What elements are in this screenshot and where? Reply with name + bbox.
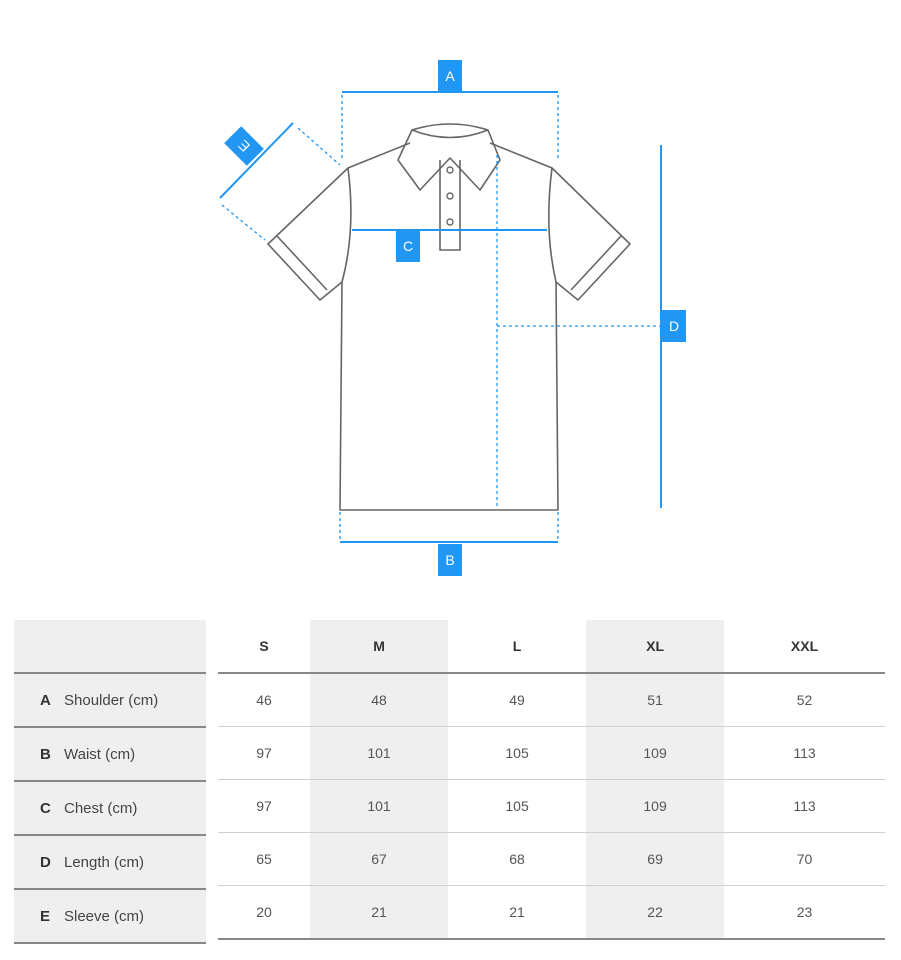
size-header-m: M	[310, 620, 449, 674]
marker-c: C	[396, 230, 420, 262]
row-label-text: Sleeve (cm)	[64, 907, 145, 925]
row-letter: A	[40, 691, 51, 709]
size-cell: 101	[310, 726, 449, 780]
table-row: 65 67 68 69 70	[218, 832, 885, 886]
size-cell: 23	[724, 885, 885, 940]
row-label: E Sleeve (cm)	[14, 889, 206, 944]
size-header-xl: XL	[586, 620, 725, 674]
table-row: 46 48 49 51 52	[218, 673, 885, 727]
size-cell: 67	[310, 832, 449, 886]
row-label: A Shoulder (cm)	[14, 673, 206, 728]
size-cell: 48	[310, 673, 449, 727]
size-cell: 68	[448, 832, 587, 886]
label-header-blank	[14, 620, 206, 674]
row-label-text: Chest (cm)	[64, 799, 138, 817]
marker-b: B	[438, 544, 462, 576]
row-label: C Chest (cm)	[14, 781, 206, 836]
size-cell: 21	[310, 885, 449, 940]
row-label: B Waist (cm)	[14, 727, 206, 782]
size-cell: 101	[310, 779, 449, 833]
svg-text:D: D	[669, 318, 679, 334]
size-cell: 20	[218, 885, 311, 940]
size-header-xxl: XXL	[724, 620, 885, 674]
size-cell: 46	[218, 673, 311, 727]
size-cell: 105	[448, 726, 587, 780]
size-cell: 113	[724, 779, 885, 833]
size-cell: 113	[724, 726, 885, 780]
svg-text:A: A	[445, 68, 455, 84]
measure-line-e	[219, 122, 294, 199]
size-chart-table: S M L XL XXL 46 48 49 51 52 97 101 105 1…	[218, 620, 885, 940]
row-letter: B	[40, 745, 51, 763]
row-label-text: Length (cm)	[64, 853, 145, 871]
row-label-text: Waist (cm)	[64, 745, 136, 763]
row-letter: E	[40, 907, 51, 925]
marker-e: E	[224, 126, 264, 166]
row-letter: C	[40, 799, 51, 817]
size-cell: 109	[586, 779, 725, 833]
size-cell: 22	[586, 885, 725, 940]
size-cell: 65	[218, 832, 311, 886]
polo-shirt-outline	[267, 123, 631, 511]
row-label-text: Shoulder (cm)	[64, 691, 159, 709]
size-cell: 69	[586, 832, 725, 886]
shirt-measurement-diagram: A B C D E	[219, 60, 686, 576]
marker-a: A	[438, 60, 462, 92]
size-cell: 52	[724, 673, 885, 727]
row-letter: D	[40, 853, 51, 871]
marker-d: D	[662, 310, 686, 342]
size-cell: 49	[448, 673, 587, 727]
measurement-label-column: A Shoulder (cm) B Waist (cm) C Chest (cm) D…	[14, 620, 206, 944]
size-cell: 21	[448, 885, 587, 940]
size-cell: 97	[218, 726, 311, 780]
size-cell: 70	[724, 832, 885, 886]
table-row: 97 101 105 109 113	[218, 779, 885, 833]
svg-text:C: C	[403, 238, 413, 254]
table-row: 97 101 105 109 113	[218, 726, 885, 780]
size-cell: 97	[218, 779, 311, 833]
table-row: 20 21 21 22 23	[218, 885, 885, 940]
placket-buttons	[446, 166, 454, 226]
size-cell: 105	[448, 779, 587, 833]
size-cell: 51	[586, 673, 725, 727]
size-header-l: L	[448, 620, 587, 674]
size-header-s: S	[218, 620, 311, 674]
size-cell: 109	[586, 726, 725, 780]
row-label: D Length (cm)	[14, 835, 206, 890]
svg-text:B: B	[445, 552, 454, 568]
